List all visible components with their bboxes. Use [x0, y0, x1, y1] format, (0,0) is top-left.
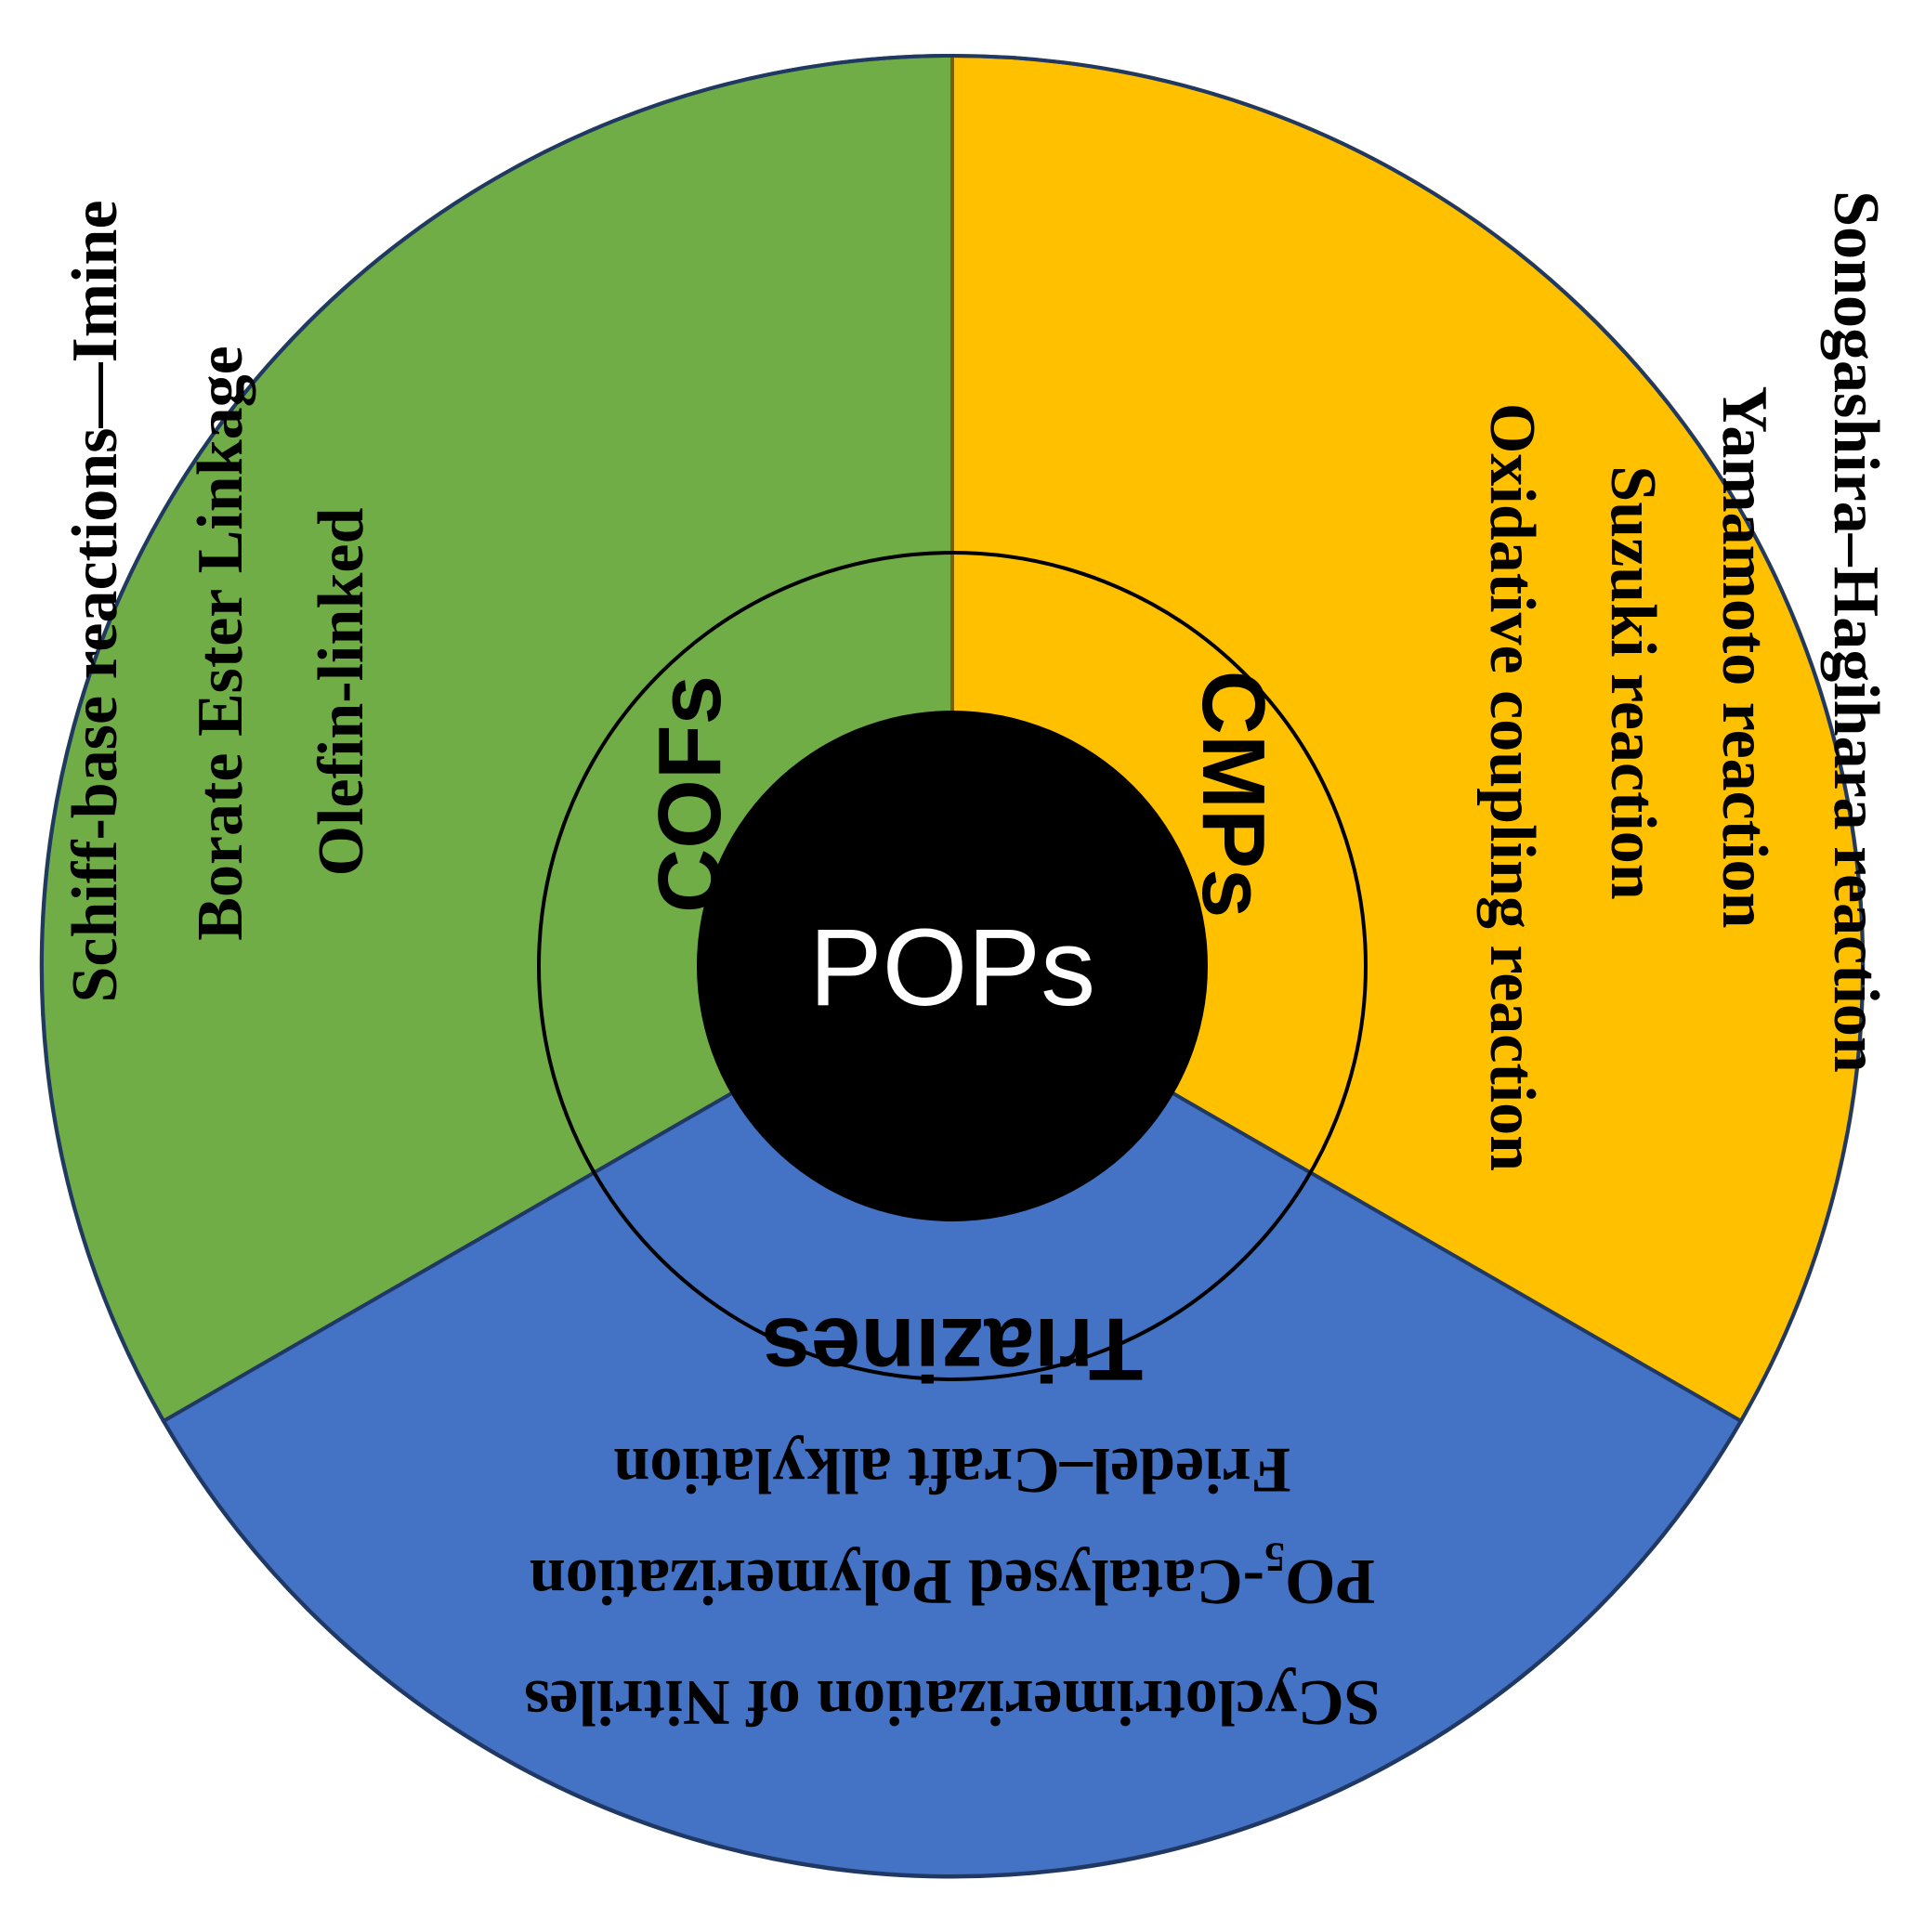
triazines-line-1-prefix: PO: [1285, 1546, 1375, 1617]
cmps-line-3: Oxidative coupling reaction: [1476, 403, 1548, 1171]
cmps-line-1: Yamamoto reaction: [1709, 386, 1780, 929]
cofs-line-2: Olefin-linked: [306, 508, 377, 877]
center-circle: [697, 711, 1208, 1221]
center-label: POPs: [809, 907, 1095, 1029]
triazines-line-1-rest: -Catalysed Polymerization: [530, 1546, 1264, 1617]
category-label-cmps: CMPs: [1184, 671, 1283, 919]
cofs-line-1: Borate Ester Linkage: [185, 346, 256, 940]
cmps-line-2: Suzuki reaction: [1597, 465, 1669, 899]
triazines-line-1: PO5-Catalysed Polymerization: [530, 1534, 1375, 1617]
cmps-line-0: Sonogashira–Hagihara reaction: [1820, 190, 1892, 1073]
outer-circle-outline: [40, 54, 1865, 1878]
triazines-line-1-subscript: 5: [1264, 1534, 1285, 1580]
category-label-triazines: Triazines: [762, 1299, 1144, 1399]
triazines-line-0: SCyclotrimerization of Nitriles: [524, 1666, 1380, 1738]
middle-ring: [537, 551, 1368, 1381]
category-label-cofs: COFs: [640, 675, 740, 913]
triazines-line-2: Friedel–Craft alkylation: [613, 1434, 1290, 1506]
cofs-line-0: Schiff-base reactions—Imine: [59, 200, 131, 1002]
